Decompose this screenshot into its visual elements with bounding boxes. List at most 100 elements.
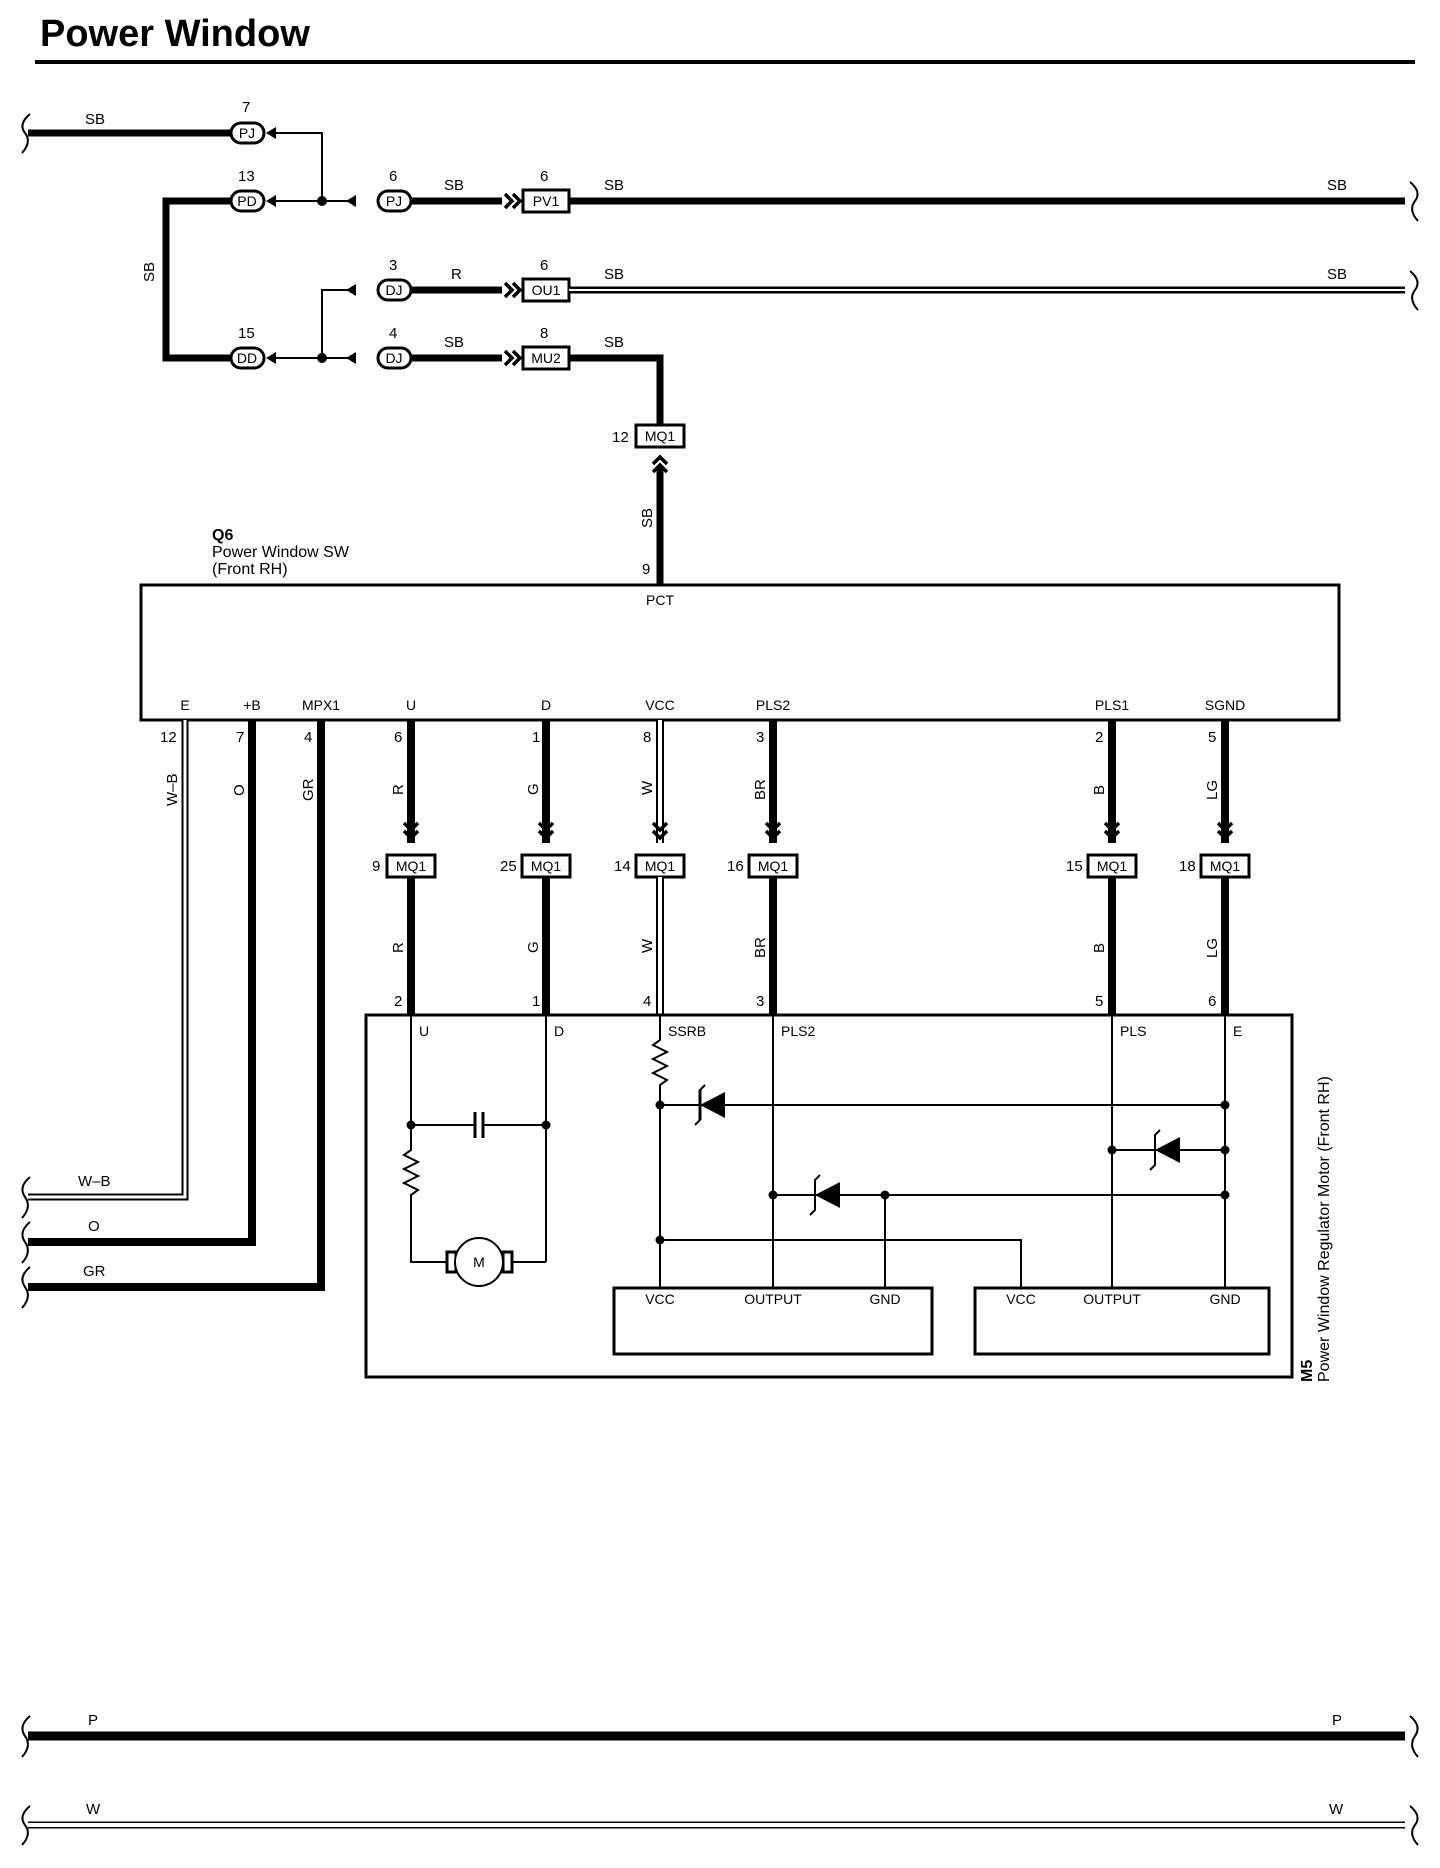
- wire-label-w: W: [639, 780, 656, 795]
- component-id: M5: [1299, 1360, 1316, 1382]
- wire-label-r: R: [390, 784, 407, 795]
- wire-break-icon: [21, 1176, 31, 1219]
- pin-number: 3: [389, 257, 397, 274]
- pin-number: 3: [756, 993, 764, 1010]
- pin-number: 6: [540, 257, 548, 274]
- wire-label-gr: GR: [83, 1263, 106, 1280]
- wire-sb-mu2: [569, 354, 664, 424]
- wire-break-icon: [1409, 181, 1419, 222]
- wire-label-r: R: [451, 266, 462, 283]
- pin-number: 12: [160, 729, 177, 746]
- connector-dd: [229, 346, 266, 370]
- pin-number: 15: [1066, 858, 1083, 875]
- pin-number: 2: [1095, 729, 1103, 746]
- pin-number: 16: [727, 858, 744, 875]
- motor-icon: [454, 1237, 504, 1287]
- component-name: Power Window Regulator Motor (Front RH): [1316, 1076, 1333, 1382]
- wire-label-o: O: [231, 784, 248, 796]
- pin-number: 3: [756, 729, 764, 746]
- wire-label-sb: SB: [444, 177, 464, 194]
- connector-arrow-icon: [266, 127, 276, 139]
- terminal-mpx1: MPX1: [302, 697, 340, 713]
- wire-label-sb: SB: [444, 334, 464, 351]
- terminal-pls1: PLS1: [1095, 697, 1129, 713]
- connector-label: MQ1: [645, 858, 676, 874]
- connector-label: DD: [237, 350, 257, 366]
- wire-label-w: W: [1329, 1801, 1344, 1818]
- sensor-vcc: VCC: [1006, 1291, 1036, 1307]
- pin-number: 4: [304, 729, 312, 746]
- wire-label-p: P: [88, 1712, 98, 1729]
- sensor-output: OUTPUT: [1083, 1291, 1141, 1307]
- wire-break-icon: [1409, 270, 1419, 311]
- motor-box: [364, 1013, 1294, 1379]
- wire-label-b: B: [1091, 943, 1108, 953]
- wire-o: [28, 720, 256, 1246]
- wire-label-br: BR: [752, 937, 769, 958]
- pin-number: 6: [394, 729, 402, 746]
- junction-dot: [317, 196, 327, 206]
- motor-terminal-u: U: [419, 1023, 429, 1039]
- connector-label: MQ1: [1210, 858, 1241, 874]
- pulse-sensor-2: [973, 1286, 1271, 1356]
- pin-number: 15: [238, 325, 255, 342]
- connector-label: MQ1: [1097, 858, 1128, 874]
- junction-dot: [317, 353, 327, 363]
- connector-label: OU1: [532, 282, 561, 298]
- pin-number: 7: [236, 729, 244, 746]
- connector-mq1: [634, 423, 686, 449]
- pin-number: 4: [389, 325, 397, 342]
- wire-label-sb: SB: [141, 262, 158, 282]
- wire-label-g: G: [525, 783, 542, 795]
- terminal-d: D: [541, 697, 551, 713]
- wire-label-b: B: [1091, 785, 1108, 795]
- sensor-gnd: GND: [1209, 1291, 1240, 1307]
- wire-label-sb: SB: [1327, 266, 1347, 283]
- wire-label-gr: GR: [300, 778, 317, 801]
- connector-label: MQ1: [758, 858, 789, 874]
- wire-label-sb: SB: [604, 177, 624, 194]
- motor-terminal-pls2: PLS2: [781, 1023, 815, 1039]
- pin-number: 14: [614, 858, 631, 875]
- wire-break-icon: [21, 1221, 31, 1264]
- component-id: Q6: [212, 527, 233, 544]
- wire-break-icon: [1409, 1715, 1419, 1758]
- resistor-icon: [650, 1015, 670, 1290]
- wire-label-sb: SB: [1327, 177, 1347, 194]
- sensor-gnd: GND: [869, 1291, 900, 1307]
- pin-number: 7: [242, 99, 250, 116]
- motor-terminal-ssrb: SSRB: [668, 1023, 706, 1039]
- sensor-output: OUTPUT: [744, 1291, 802, 1307]
- wire-label-sb: SB: [604, 334, 624, 351]
- connector-label: DJ: [385, 350, 402, 366]
- pin-number: 6: [540, 168, 548, 185]
- wire-break-icon: [21, 1805, 31, 1846]
- page-title: Power Window: [40, 13, 310, 55]
- pin-number: 2: [394, 993, 402, 1010]
- resistor-icon: [401, 1125, 450, 1263]
- motor-terminal-d: D: [554, 1023, 564, 1039]
- wire-label-wb: W–B: [164, 773, 181, 806]
- wire-break-icon: [21, 113, 31, 154]
- wire-break-icon: [21, 1266, 31, 1309]
- wire-label-sb: SB: [85, 111, 105, 128]
- top-harness: SB 7 PJ 13 PD SB 6 PJ SB 6 PV1 SB SB 3: [21, 99, 1419, 585]
- connector-label: MQ1: [396, 858, 427, 874]
- connector-label: PJ: [239, 125, 255, 141]
- connector-label: MU2: [531, 350, 561, 366]
- connector-arrow-icon: [266, 352, 276, 364]
- pin-number: 18: [1179, 858, 1196, 875]
- terminal-pct: PCT: [646, 592, 674, 608]
- pin-number: 25: [500, 858, 517, 875]
- zener-diode-icon: [700, 1092, 725, 1118]
- sensor-vcc: VCC: [645, 1291, 675, 1307]
- wire-label-br: BR: [752, 779, 769, 800]
- connector-label: PJ: [386, 193, 402, 209]
- wire-gr: [28, 720, 325, 1291]
- pin-number: 9: [642, 561, 650, 578]
- connector-label: PD: [237, 193, 256, 209]
- terminal-vcc: VCC: [645, 697, 675, 713]
- switch-box: [139, 583, 1341, 722]
- wire-label-o: O: [88, 1218, 100, 1235]
- motor-terminal-e: E: [1233, 1023, 1242, 1039]
